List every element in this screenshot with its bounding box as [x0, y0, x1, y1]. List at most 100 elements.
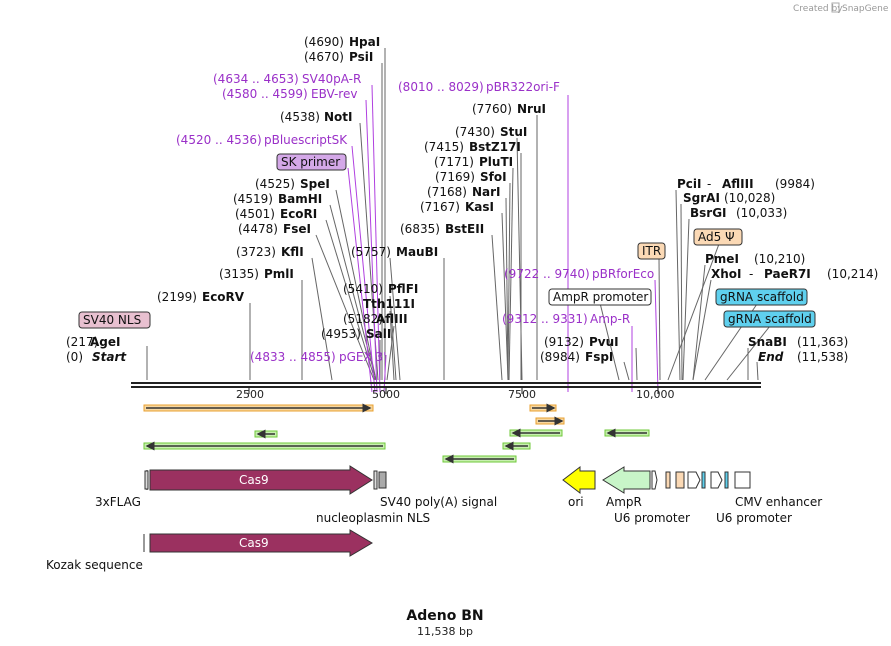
nucleoplasmin-nls-block: [373, 470, 378, 490]
site-name: SalI: [366, 327, 391, 341]
site-position: (4519): [233, 192, 273, 206]
feature-label-3xflag: 3xFLAG: [95, 495, 141, 509]
site-position: (4670): [304, 50, 344, 64]
site-position: (2199): [157, 290, 197, 304]
site-name: BstZ17I: [469, 140, 521, 154]
primer-leader-lines: [347, 84, 659, 393]
ad5-psi-label: Ad5 Ψ: [698, 230, 735, 244]
site-position: (9132): [544, 335, 584, 349]
feature-label-u6-promoter: U6 promoter: [716, 511, 792, 525]
site-name: PmlI: [264, 267, 294, 281]
ampr-promoter-box: [548, 288, 652, 306]
site-name: PvuI: [589, 335, 619, 349]
site-position: (9984): [775, 177, 815, 191]
site-position: (10,033): [736, 206, 787, 220]
site-position: (10,028): [724, 191, 775, 205]
site-name: SfoI: [480, 170, 507, 184]
site-position: (11,363): [797, 335, 848, 349]
site-name: NotI: [324, 110, 353, 124]
primer-name: pBRforEco: [592, 267, 654, 281]
ad5-psi-box: [693, 228, 743, 246]
feature-label-ori: ori: [568, 495, 584, 509]
feature-label-kozak: Kozak sequence: [46, 558, 143, 572]
site-position: (4538): [280, 110, 320, 124]
site-name: NruI: [517, 102, 546, 116]
site-position: (0): [66, 350, 83, 364]
site-position: (3723): [236, 245, 276, 259]
sk-primer-label: SK primer: [281, 155, 340, 169]
sequence-backbone: [131, 382, 761, 394]
primer-range: (9722 .. 9740): [504, 267, 590, 281]
site-name: FseI: [283, 222, 311, 236]
site-position: (5182): [343, 312, 383, 326]
site-name: FspI: [585, 350, 613, 364]
site-name: Start: [92, 350, 127, 364]
sk-primer-box: [276, 153, 347, 171]
primer-range: (4580 .. 4599): [222, 87, 308, 101]
u6-promoter-arrow: [687, 471, 701, 489]
site-position: (11,538): [797, 350, 848, 364]
ampr-arrow: [602, 466, 651, 494]
grna-scaffold-box: [715, 288, 808, 306]
ad5-psi-block: [675, 471, 685, 489]
map-length: 11,538 bp: [417, 625, 473, 638]
site-name: KasI: [465, 200, 494, 214]
site-position: (7760): [472, 102, 512, 116]
site-name: KflI: [281, 245, 304, 259]
primer-name: SV40pA-R: [302, 72, 361, 86]
site-name: PluTI: [479, 155, 513, 169]
site-name: PmeI: [705, 252, 739, 266]
feature-label-sv40-polya: SV40 poly(A) signal: [380, 495, 497, 509]
itr-label: ITR: [642, 244, 661, 258]
sv40-polya-block: [378, 471, 387, 489]
feature-label-cmv-enhancer: CMV enhancer: [735, 495, 822, 509]
cas9-arrow: [149, 529, 373, 557]
site-position: (4478): [238, 222, 278, 236]
site-name: StuI: [500, 125, 527, 139]
site-name: SpeI: [300, 177, 330, 191]
site-name: HpaI: [349, 35, 380, 49]
site-name: PciI: [677, 177, 702, 191]
site-position: (4690): [304, 35, 344, 49]
grna-scaffold-box: [723, 310, 816, 328]
orf-orange-arrows: [143, 403, 565, 426]
site-separator: -: [707, 177, 711, 191]
cmv-enhancer-block: [734, 471, 751, 489]
grna-scaffold-block: [701, 471, 706, 489]
site-name: BamHI: [278, 192, 322, 206]
feature-label-ampr: AmpR: [606, 495, 642, 509]
site-position: (5410): [343, 282, 383, 296]
site-name: PflFI: [388, 282, 418, 296]
feature-track: Cas9: [144, 465, 751, 495]
site-position: (7430): [455, 125, 495, 139]
site-position: (7171): [434, 155, 474, 169]
ampr-promoter-label: AmpR promoter: [553, 290, 648, 304]
grna-scaffold-block: [724, 471, 729, 489]
site-name: SgrAI: [683, 191, 720, 205]
primer-range: (8010 .. 8029): [398, 80, 484, 94]
feature-label-u6-promoter: U6 promoter: [614, 511, 690, 525]
site-name: End: [758, 350, 784, 364]
primer-name: pGEX 3': [339, 350, 386, 364]
site-name: PaeR7I: [764, 267, 811, 281]
snapgene-logo-icon: [831, 2, 840, 13]
site-position: (8984): [540, 350, 580, 364]
axis-tick-label: 10,000: [636, 388, 675, 401]
site-name: PsiI: [349, 50, 373, 64]
primer-name: EBV-rev: [311, 87, 357, 101]
flag-tag-block: [144, 470, 149, 490]
grna-scaffold-label: gRNA scaffold: [720, 290, 804, 304]
sv40-nls-label: SV40 NLS: [83, 313, 141, 327]
site-name: BstEII: [445, 222, 484, 236]
site-position: (4525): [255, 177, 295, 191]
sv40-nls-box: [78, 311, 151, 329]
primer-range: (9312 .. 9331): [502, 312, 588, 326]
axis-tick-label: 5000: [372, 388, 400, 401]
site-position: (10,210): [754, 252, 805, 266]
site-position: (5757): [351, 245, 391, 259]
site-position: (4953): [321, 327, 361, 341]
site-position: (217): [66, 335, 98, 349]
ampr-promoter-arrow: [651, 470, 658, 490]
orf-green-arrows: [143, 428, 650, 464]
